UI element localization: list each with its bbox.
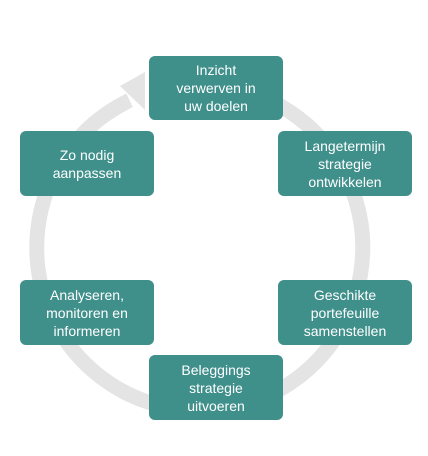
step-adjust: Zo nodig aanpassen [20, 131, 154, 196]
cycle-arrowhead-icon [120, 72, 145, 110]
step-execute-strategy: Beleggings strategie uitvoeren [149, 355, 283, 420]
step-analyze-monitor: Analyseren, monitoren en informeren [20, 280, 154, 345]
step-develop-strategy: Langetermijn strategie ontwikkelen [278, 131, 412, 196]
step-gain-insight: Inzicht verwerven in uw doelen [149, 56, 283, 120]
step-compose-portfolio: Geschikte portefeuille samenstellen [278, 280, 412, 345]
